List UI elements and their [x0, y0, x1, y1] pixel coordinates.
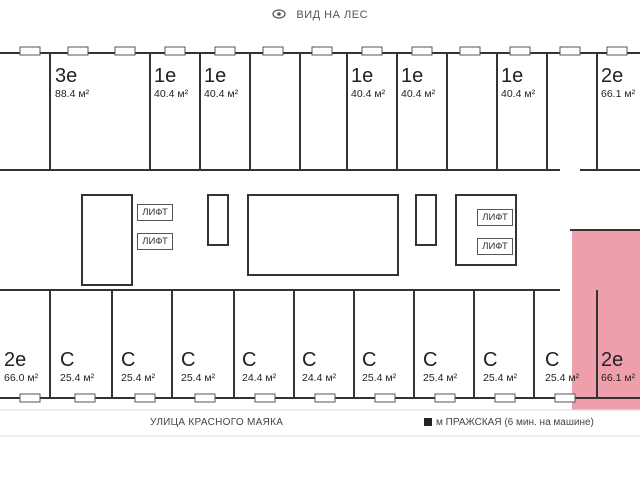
- apartment-type: С: [362, 349, 377, 371]
- apartment-bottom-3[interactable]: С 25.4 м²: [121, 350, 155, 385]
- apartment-type: 1е: [204, 65, 227, 87]
- apartment-type: 1е: [501, 65, 524, 87]
- apartment-top-6[interactable]: 1е 40.4 м²: [501, 66, 535, 101]
- apartment-area: 66.0 м²: [4, 372, 39, 384]
- apartment-type: С: [181, 349, 196, 371]
- apartment-area: 40.4 м²: [501, 88, 536, 100]
- apartment-area: 40.4 м²: [204, 88, 239, 100]
- apartment-bottom-2[interactable]: С 25.4 м²: [60, 350, 94, 385]
- apartment-top-2[interactable]: 1е 40.4 м²: [154, 66, 188, 101]
- apartment-top-5[interactable]: 1е 40.4 м²: [401, 66, 435, 101]
- apartment-area: 24.4 м²: [302, 372, 337, 384]
- apartment-area: 66.1 м²: [601, 372, 636, 384]
- apartment-area: 25.4 м²: [181, 372, 216, 384]
- selected-apartment-highlight[interactable]: [572, 230, 640, 410]
- apartment-bottom-4[interactable]: С 25.4 м²: [181, 350, 215, 385]
- apartment-bottom-8[interactable]: С 25.4 м²: [423, 350, 457, 385]
- lift-label: ЛИФТ: [137, 204, 173, 221]
- apartment-type: 1е: [401, 65, 424, 87]
- apartment-top-4[interactable]: 1е 40.4 м²: [351, 66, 385, 101]
- metro-icon: [424, 418, 432, 426]
- apartment-area: 25.4 м²: [483, 372, 518, 384]
- apartment-area: 25.4 м²: [545, 372, 580, 384]
- apartment-area: 24.4 м²: [242, 372, 277, 384]
- apartment-type: 3е: [55, 65, 78, 87]
- view-header: ВИД НА ЛЕС: [0, 6, 640, 26]
- apartment-area: 66.1 м²: [601, 88, 636, 100]
- apartment-bottom-6[interactable]: С 24.4 м²: [302, 350, 336, 385]
- apartment-type: 2е: [601, 66, 624, 87]
- apartment-type: С: [60, 349, 75, 371]
- apartment-bottom-7[interactable]: С 25.4 м²: [362, 350, 396, 385]
- apartment-area: 40.4 м²: [351, 88, 386, 100]
- apartment-type: С: [302, 349, 317, 371]
- metro-info: м ПРАЖСКАЯ (6 мин. на машине): [424, 417, 594, 428]
- apartment-type: С: [483, 349, 498, 371]
- eye-icon: [272, 6, 286, 24]
- apartment-bottom-5[interactable]: С 24.4 м²: [242, 350, 276, 385]
- apartment-bottom-11-selected[interactable]: 2е 66.1 м²: [601, 350, 640, 385]
- apartment-type: С: [121, 349, 136, 371]
- street-label: УЛИЦА КРАСНОГО МАЯКА: [150, 417, 284, 428]
- apartment-type: 1е: [154, 65, 177, 87]
- apartment-area: 25.4 м²: [362, 372, 397, 384]
- view-label: ВИД НА ЛЕС: [296, 9, 369, 21]
- metro-label: м ПРАЖСКАЯ (6 мин. на машине): [436, 417, 594, 428]
- apartment-bottom-10[interactable]: С 25.4 м²: [545, 350, 579, 385]
- apartment-area: 40.4 м²: [401, 88, 436, 100]
- apartment-type: 1е: [351, 65, 374, 87]
- apartment-top-3[interactable]: 1е 40.4 м²: [204, 66, 238, 101]
- apartment-top-7[interactable]: 2е 66.1 м²: [601, 66, 640, 101]
- apartment-area: 88.4 м²: [55, 88, 90, 100]
- apartment-area: 25.4 м²: [121, 372, 156, 384]
- lift-label: ЛИФТ: [137, 233, 173, 250]
- apartment-bottom-9[interactable]: С 25.4 м²: [483, 350, 517, 385]
- apartment-area: 25.4 м²: [60, 372, 95, 384]
- apartment-type: С: [242, 349, 257, 371]
- apartment-area: 25.4 м²: [423, 372, 458, 384]
- apartment-type: С: [423, 349, 438, 371]
- lift-label: ЛИФТ: [477, 209, 513, 226]
- apartment-type: 2е: [601, 350, 624, 371]
- apartment-area: 40.4 м²: [154, 88, 189, 100]
- apartment-bottom-1[interactable]: 2е 66.0 м²: [4, 350, 38, 385]
- apartment-top-1[interactable]: 3е 88.4 м²: [55, 66, 89, 101]
- apartment-type: 2е: [4, 349, 27, 371]
- apartment-type: С: [545, 349, 560, 371]
- lift-label: ЛИФТ: [477, 238, 513, 255]
